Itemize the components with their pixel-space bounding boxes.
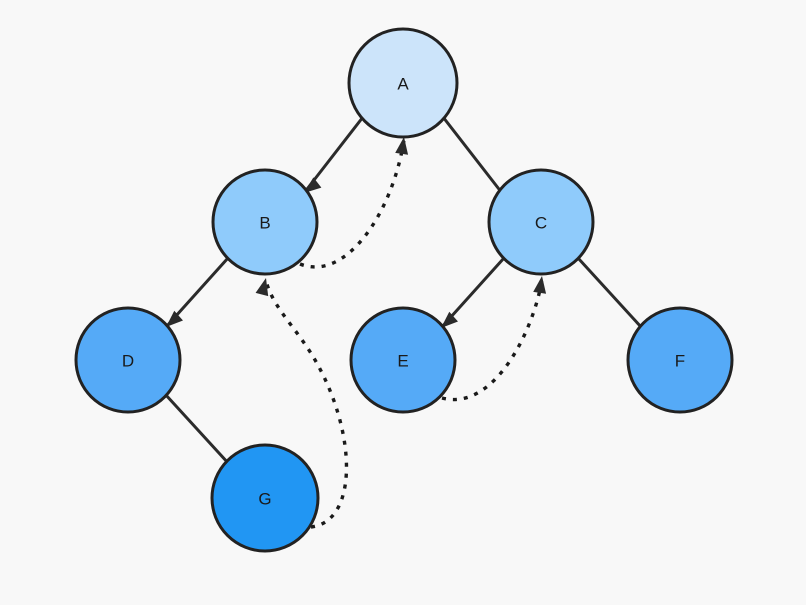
node-circle-g[interactable] [210, 443, 320, 553]
edge-g-to-b [255, 278, 349, 529]
node-c[interactable]: C [487, 168, 595, 276]
arrowhead [255, 278, 269, 297]
node-e[interactable]: E [349, 306, 457, 414]
arrowhead [533, 276, 547, 294]
arrowhead [395, 137, 409, 155]
arrowhead [304, 177, 322, 193]
arrowhead [441, 311, 458, 328]
node-circle-e[interactable] [349, 306, 457, 414]
edge-path [163, 392, 231, 466]
edge-path [264, 280, 349, 529]
node-circle-c[interactable] [487, 168, 595, 276]
node-circle-b[interactable] [211, 168, 319, 276]
node-d[interactable]: D [74, 306, 182, 414]
edge-b-to-d [164, 256, 230, 329]
edge-e-to-c [441, 276, 547, 402]
node-g[interactable]: G [210, 443, 320, 553]
edge-path [441, 278, 544, 402]
edge-a-to-b [302, 116, 365, 194]
node-b[interactable]: B [211, 168, 319, 276]
node-f[interactable]: F [626, 306, 734, 414]
edge-b-to-a [299, 137, 409, 269]
edge-c-to-e [439, 256, 506, 330]
arrowhead [166, 310, 183, 327]
edge-path [576, 256, 644, 330]
node-circle-d[interactable] [74, 306, 182, 414]
node-a[interactable]: A [347, 27, 459, 139]
edge-layer [163, 116, 659, 529]
node-circle-a[interactable] [347, 27, 459, 139]
node-layer: AB C D E F G [74, 27, 734, 553]
edge-path [441, 116, 504, 194]
node-circle-f[interactable] [626, 306, 734, 414]
edge-path [299, 139, 406, 269]
